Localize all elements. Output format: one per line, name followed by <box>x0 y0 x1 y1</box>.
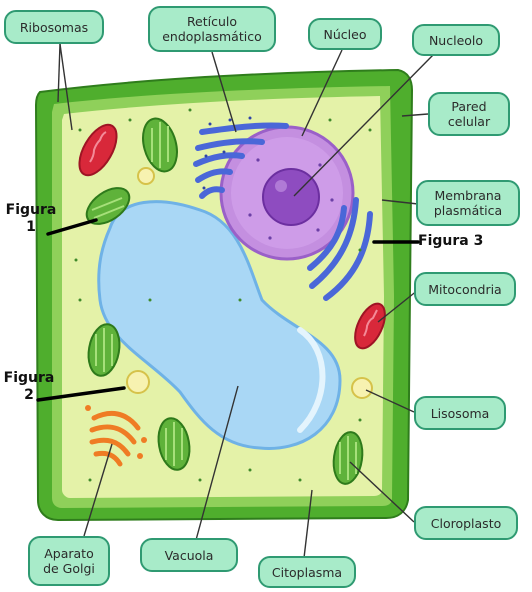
chloroplast-1 <box>142 117 178 173</box>
label-nucleolo: Nucleolo <box>412 24 500 56</box>
label-nucleo: Núcleo <box>308 18 382 50</box>
chloroplast-3 <box>87 323 121 377</box>
endoplasmic-reticulum-left <box>193 122 289 199</box>
label-ribosomas: Ribosomas <box>4 10 104 44</box>
mitochondrion-top <box>78 123 118 177</box>
lysosome <box>351 377 373 399</box>
figura-3-label: Figura 3 <box>418 233 484 249</box>
nucleolus <box>262 168 320 226</box>
label-vacuola: Vacuola <box>140 538 238 572</box>
label-mitocondria: Mitocondria <box>414 272 516 306</box>
label-citoplasma: Citoplasma <box>258 556 356 588</box>
label-membrana-plasmatica: Membrana plasmática <box>416 180 520 226</box>
vesicle-figura-2 <box>126 370 150 394</box>
figura-1-label: Figura 1 <box>5 202 57 235</box>
label-pared-celular: Pared celular <box>428 92 510 136</box>
label-cloroplasto: Cloroplasto <box>414 506 518 540</box>
figura-2-pointer <box>36 386 126 402</box>
label-reticulo-endoplasmatico: Retículo endoplasmático <box>148 6 276 52</box>
chloroplast-5 <box>332 431 364 485</box>
chloroplast-2 <box>85 187 131 225</box>
figura-2-label: Figura 2 <box>3 370 55 403</box>
chloroplasts <box>85 117 364 485</box>
mitochondrion-right <box>354 302 386 350</box>
vacuole-highlight <box>297 327 326 433</box>
ribosomes <box>74 108 372 482</box>
vesicle-top <box>137 167 155 185</box>
endoplasmic-reticulum-right <box>307 197 373 301</box>
figura-1-pointer <box>46 218 98 236</box>
label-aparato-de-golgi: Aparato de Golgi <box>28 536 110 586</box>
chloroplast-4 <box>157 417 191 471</box>
label-lisosoma: Lisosoma <box>414 396 506 430</box>
nucleolus-highlight <box>275 180 287 192</box>
